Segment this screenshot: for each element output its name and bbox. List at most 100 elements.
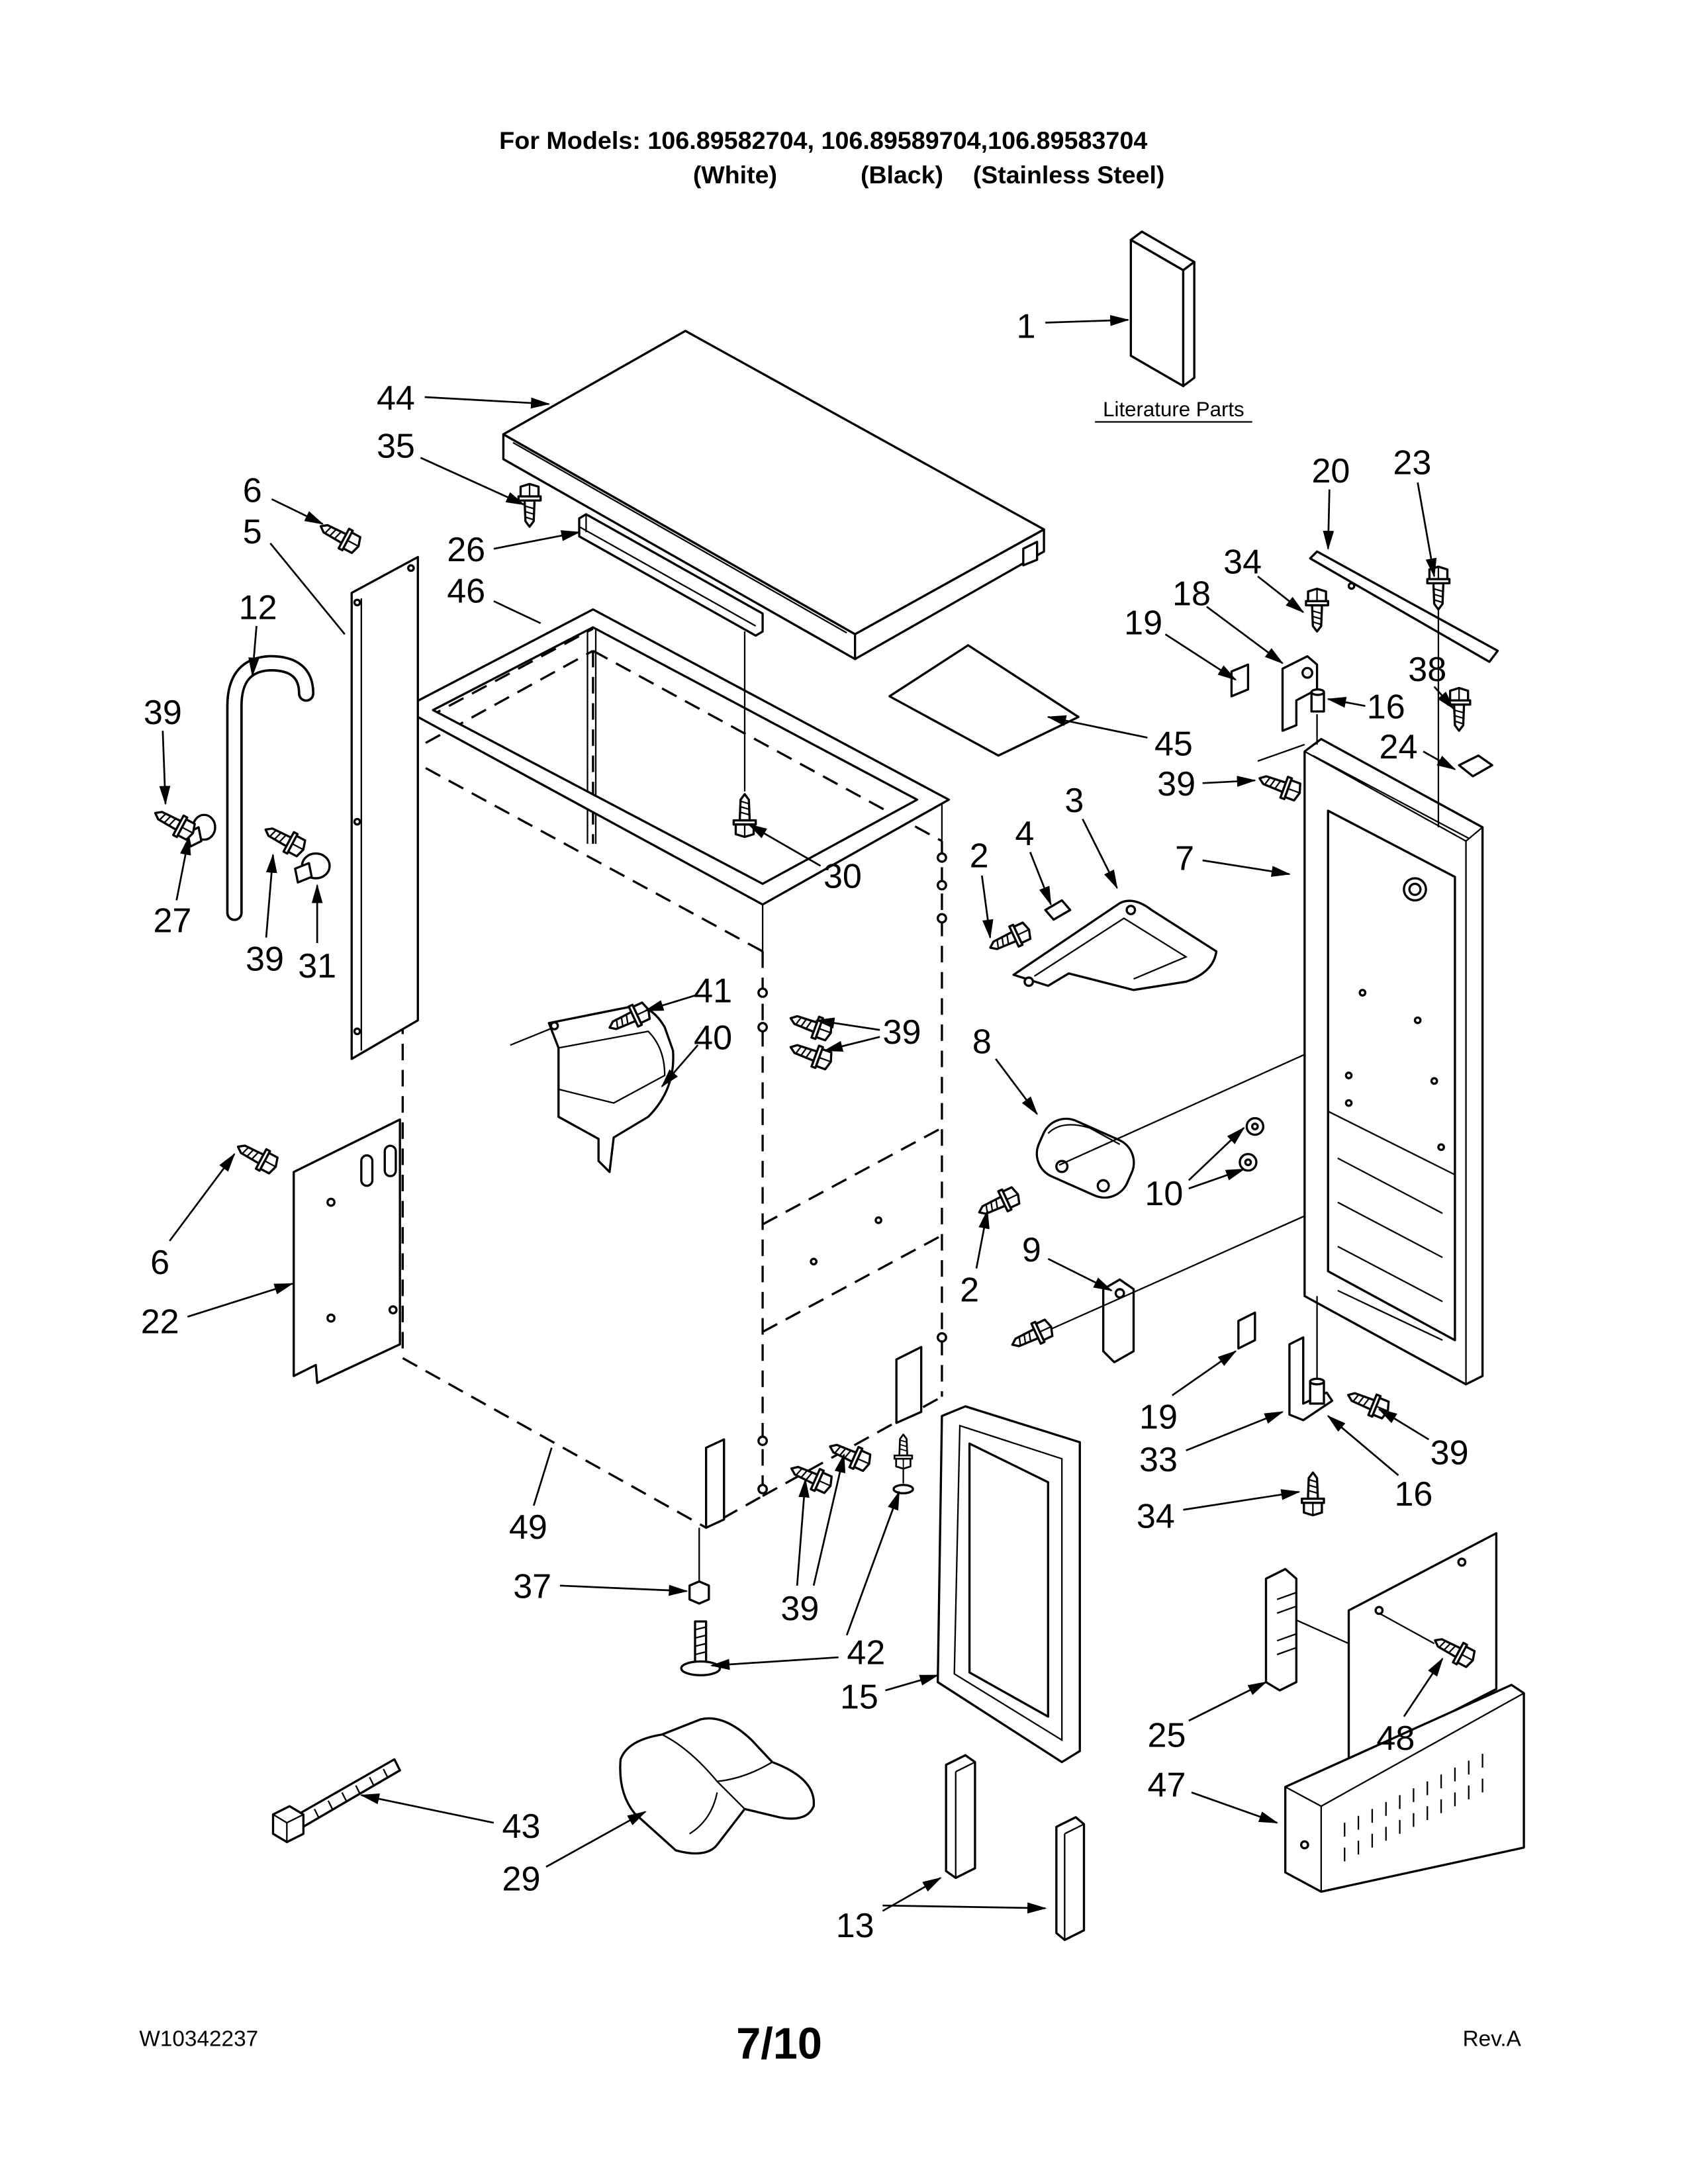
callout-39: 39 — [144, 694, 182, 805]
callout-number: 10 — [1145, 1175, 1183, 1213]
callout-number: 23 — [1393, 444, 1431, 482]
callout-8: 8 — [972, 1023, 1038, 1115]
callout-42: 42 — [710, 1490, 900, 1672]
callout-31: 31 — [298, 884, 336, 985]
callout-number: 8 — [972, 1023, 992, 1062]
leader-line — [710, 1656, 839, 1670]
model-color-black: (Black) — [861, 161, 943, 189]
leader-line — [1188, 1681, 1268, 1722]
callout-number: 5 — [243, 513, 262, 551]
screw-part — [1300, 1471, 1325, 1517]
callout-5: 5 — [243, 513, 346, 635]
leader-line — [845, 1490, 900, 1636]
literature-parts-label: Literature Parts — [1103, 398, 1244, 421]
callout-18: 18 — [1172, 575, 1284, 664]
callout-number: 47 — [1148, 1766, 1186, 1805]
callout-45: 45 — [1047, 715, 1193, 764]
alignment-line — [1257, 743, 1305, 762]
leader-line — [796, 1478, 810, 1586]
upper-hinge-bracket-part — [1281, 655, 1319, 732]
screw-part — [973, 1183, 1024, 1224]
callout-number: 30 — [823, 858, 862, 896]
leader-line — [1327, 1415, 1399, 1477]
header: For Models: 106.89582704, 106.89589704,1… — [499, 126, 1164, 189]
callout-number: 39 — [883, 1013, 921, 1052]
callout-3: 3 — [1064, 782, 1118, 889]
leader-line — [265, 853, 277, 938]
leader-line — [995, 1058, 1038, 1115]
callout-19: 19 — [1124, 604, 1237, 681]
lower-hinge-bracket-part — [1288, 1336, 1334, 1422]
callout-number: 35 — [377, 428, 415, 466]
callout-9: 9 — [1022, 1231, 1113, 1292]
callout-7: 7 — [1175, 840, 1291, 878]
callout-number: 7 — [1175, 840, 1194, 878]
leader-line — [885, 1674, 939, 1692]
leader-line — [248, 625, 259, 677]
callout-number: 16 — [1394, 1475, 1432, 1514]
callout-43: 43 — [359, 1793, 541, 1846]
callout-number: 37 — [513, 1568, 551, 1606]
screw-part — [1305, 587, 1329, 633]
callout-24: 24 — [1380, 728, 1456, 770]
callout-number: 39 — [144, 694, 182, 732]
callout-13: 13 — [836, 1877, 1047, 1945]
leader-line — [812, 1453, 846, 1586]
model-color-white: (White) — [693, 161, 777, 189]
leader-line — [532, 1447, 553, 1506]
callout-number: 4 — [1015, 815, 1034, 853]
bushing-lower-part — [1309, 1377, 1325, 1405]
callout-number: 18 — [1172, 575, 1211, 614]
callout-number: 16 — [1367, 688, 1405, 726]
callout-12: 12 — [239, 588, 277, 677]
callout-number: 39 — [1430, 1434, 1469, 1473]
leader-line — [493, 600, 541, 624]
callout-number: 20 — [1311, 452, 1350, 490]
leader-line — [1323, 489, 1335, 551]
leader-line — [187, 1283, 294, 1318]
screw-part — [1254, 766, 1305, 805]
hinge-cap-part — [1458, 754, 1493, 778]
leader-line — [1188, 1168, 1246, 1190]
leader-line — [1082, 818, 1118, 889]
callout-number: 1 — [1017, 307, 1036, 345]
callout-number: 44 — [377, 379, 415, 418]
callout-number: 24 — [1380, 728, 1418, 766]
leader-line — [269, 542, 346, 635]
leader-line — [1183, 1489, 1301, 1511]
side-panel-part — [350, 556, 419, 1060]
callout-16: 16 — [1327, 688, 1405, 726]
tube-part — [226, 655, 315, 921]
callout-number: 12 — [239, 588, 277, 627]
leader-line — [1433, 686, 1455, 710]
strip-hole — [1347, 582, 1356, 590]
callout-6: 6 — [243, 471, 324, 525]
hinge-plate-upper-part — [1230, 663, 1250, 698]
cabinet-outline-part — [401, 617, 947, 1529]
leader-line — [882, 1902, 1047, 1914]
cable-tie-part — [271, 1758, 401, 1843]
screw-part — [1446, 686, 1472, 732]
bushing-upper-part — [1310, 688, 1325, 713]
callout-number: 34 — [1223, 543, 1262, 582]
callout-number: 43 — [502, 1807, 541, 1846]
leader-line — [644, 994, 696, 1012]
callout-number: 48 — [1376, 1719, 1415, 1758]
callout-29: 29 — [502, 1811, 647, 1898]
callout-number: 39 — [246, 940, 284, 979]
callout-number: 41 — [694, 972, 732, 1011]
callout-number: 2 — [960, 1271, 979, 1310]
screw-part — [984, 918, 1035, 959]
callout-37: 37 — [513, 1568, 688, 1606]
leader-line — [1172, 1350, 1237, 1396]
leader-line — [747, 823, 821, 867]
screw-part — [786, 1007, 836, 1044]
frame-part — [401, 608, 951, 906]
revision-label: Rev.A — [1463, 2027, 1522, 2052]
leader-line — [359, 1793, 494, 1824]
leader-line — [559, 1584, 688, 1596]
callout-47: 47 — [1148, 1766, 1279, 1824]
door-part — [1303, 738, 1484, 1386]
hinge-plate-lower-part — [1237, 1311, 1256, 1350]
door-strip-part — [945, 1754, 976, 1880]
